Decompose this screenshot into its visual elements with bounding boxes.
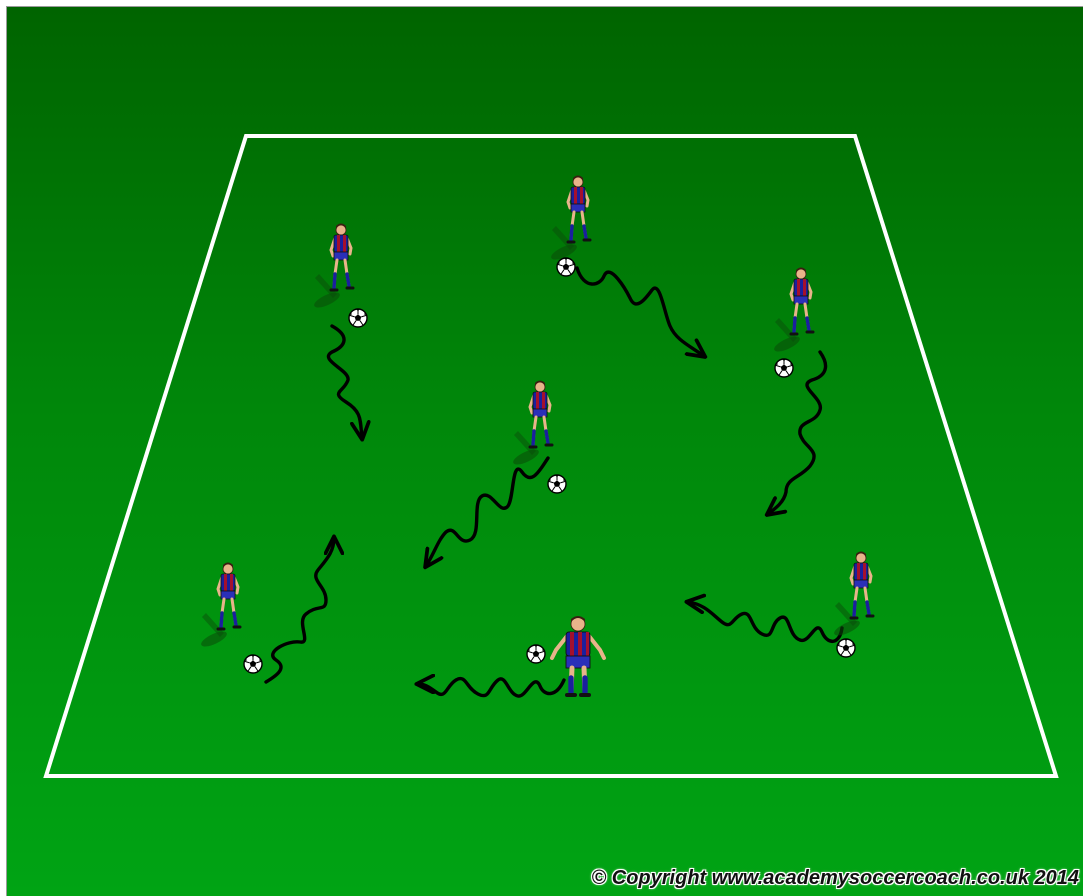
- dribble-arrow-icon: [688, 602, 842, 641]
- dribble-arrow-icon: [328, 326, 362, 438]
- player-icon: [312, 224, 353, 311]
- soccer-ball-icon: [775, 359, 793, 377]
- dribble-arrow-icon: [426, 458, 548, 566]
- copyright-notice: © Copyright www.academysoccercoach.co.uk…: [591, 867, 1079, 890]
- soccer-ball-icon: [244, 655, 262, 673]
- soccer-ball-icon: [557, 258, 575, 276]
- pitch-boundary: [46, 136, 1056, 776]
- dribble-arrow-icon: [768, 352, 826, 514]
- player-icon: [549, 176, 590, 263]
- player-icon: [832, 552, 873, 639]
- soccer-ball-icon: [527, 645, 545, 663]
- player-icon: [511, 381, 552, 468]
- player-icon: [199, 563, 240, 650]
- soccer-ball-icon: [548, 475, 566, 493]
- dribble-arrow-icon: [418, 679, 564, 697]
- dribble-arrow-icon: [266, 538, 334, 682]
- soccer-ball-icon: [349, 309, 367, 327]
- player-icon: [772, 268, 813, 355]
- soccer-ball-icon: [837, 639, 855, 657]
- player-icon: [552, 616, 604, 695]
- dribble-arrow-icon: [577, 268, 704, 356]
